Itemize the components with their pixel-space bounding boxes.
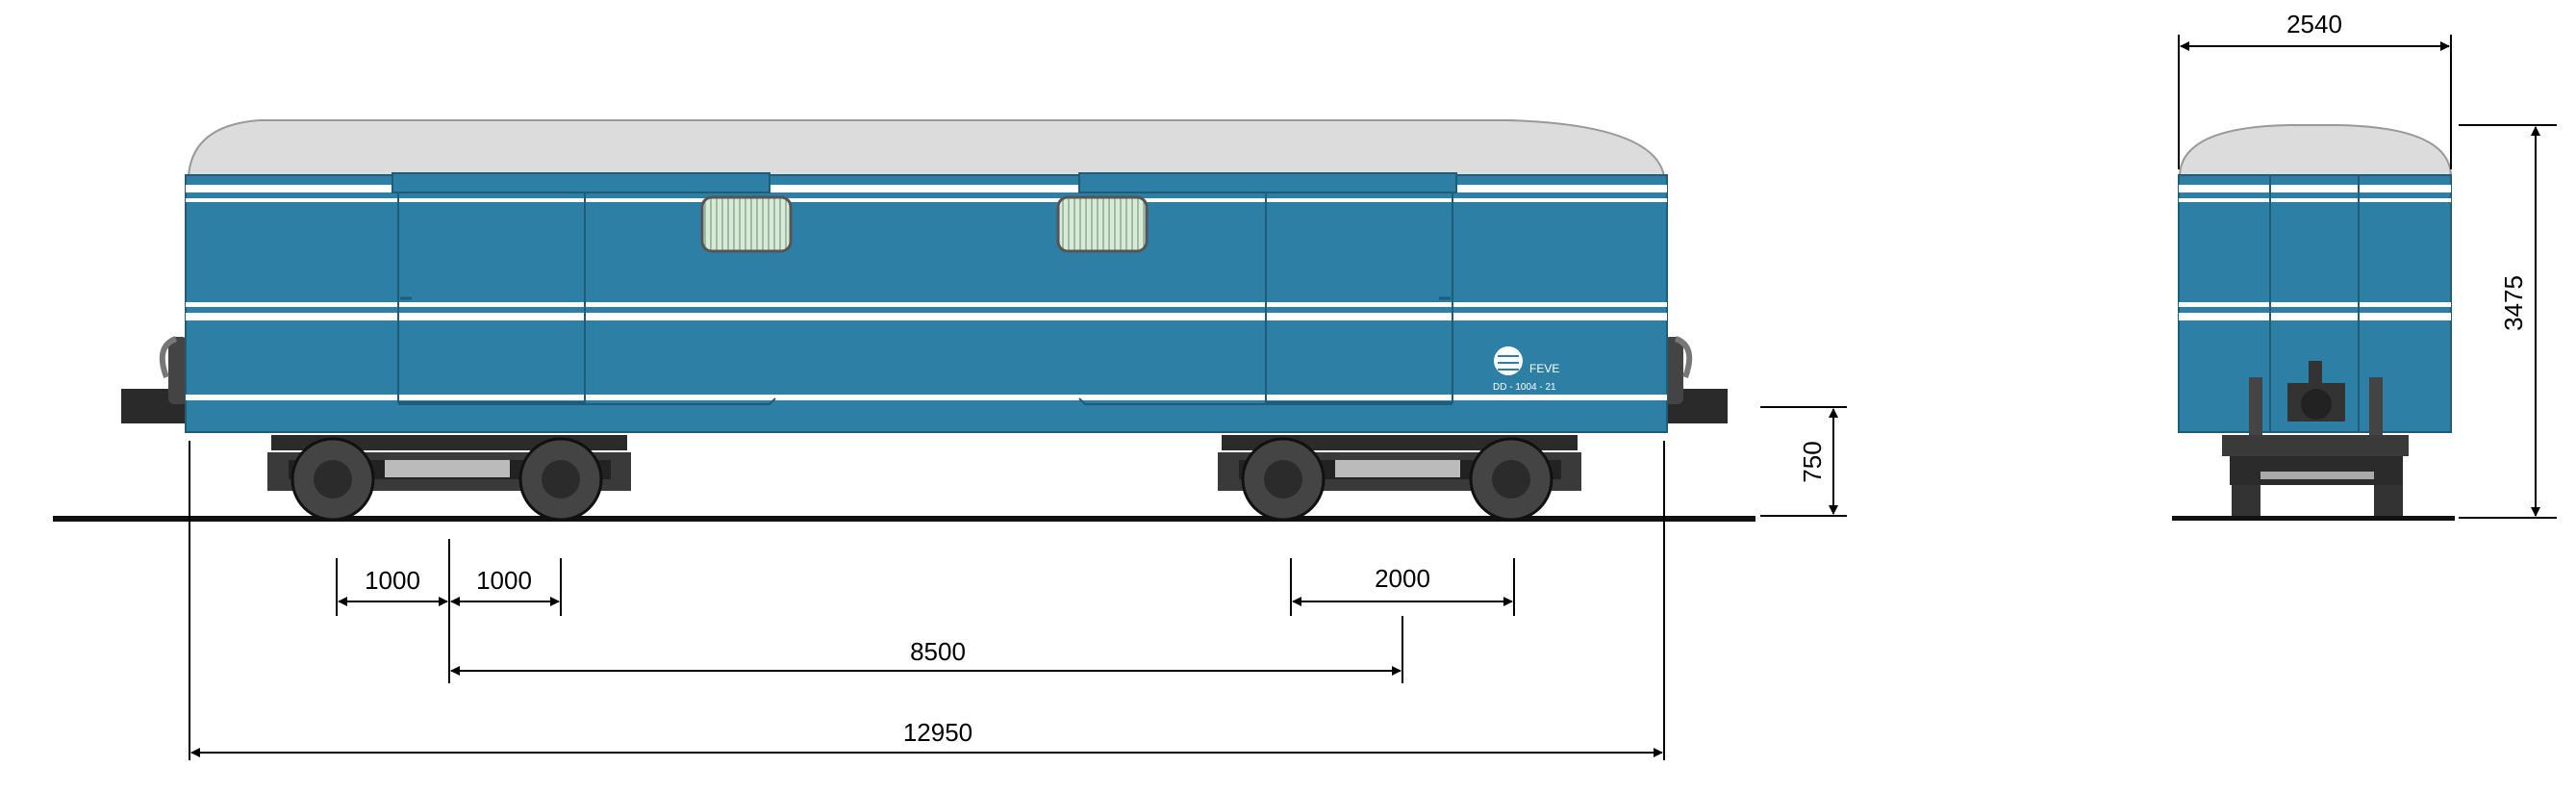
door-left <box>397 192 776 405</box>
dim-height: 3475 <box>2499 275 2528 331</box>
end-stripe-top-thin <box>2179 198 2451 202</box>
dim-floor-height: 750 <box>1798 441 1827 482</box>
dim-bogie-centres: 8500 <box>910 637 966 666</box>
roof <box>187 119 1666 177</box>
end-stripe-top <box>2179 185 2451 192</box>
stripe-top-thin <box>186 198 1667 202</box>
rail-side <box>53 516 1755 522</box>
stripe-mid <box>186 302 1667 307</box>
dim-axle-left-b: 1000 <box>476 566 532 595</box>
door-right <box>1078 192 1453 405</box>
end-bogie <box>2222 435 2409 516</box>
end-coupler <box>2249 361 2383 435</box>
operator-logo: FEVE DD - 1004 - 21 <box>1493 346 1559 393</box>
window-left <box>700 195 793 253</box>
door-rail-right <box>1078 172 1457 193</box>
rail-end <box>2172 516 2455 521</box>
dim-axle-left-a: 1000 <box>365 566 420 595</box>
dimension-lines-side <box>189 406 1847 760</box>
end-roof <box>2178 124 2453 176</box>
logo-number: DD - 1004 - 21 <box>1493 382 1556 393</box>
end-stripe-mid <box>2179 302 2451 307</box>
end-view: 2540 3475 <box>2172 10 2557 521</box>
door-rail-left <box>391 172 770 193</box>
end-stripe-mid-2 <box>2179 313 2451 320</box>
side-view: FEVE DD - 1004 - 21 <box>53 119 1847 760</box>
dim-length-overall: 12950 <box>903 718 972 747</box>
window-right <box>1056 195 1149 253</box>
stripe-mid-2 <box>186 313 1667 320</box>
stripe-top <box>186 185 1667 192</box>
bogie-right <box>1218 435 1581 522</box>
coupler-right <box>1664 336 1728 423</box>
dim-width: 2540 <box>2286 10 2342 38</box>
logo-icon <box>1494 346 1523 375</box>
coupler-left <box>121 336 189 423</box>
dimension-lines-end <box>2178 35 2557 519</box>
stripe-low <box>186 395 1667 400</box>
logo-operator: FEVE <box>1529 362 1559 375</box>
bogie-left <box>267 435 631 522</box>
dim-bogie-wheelbase: 2000 <box>1375 564 1430 593</box>
